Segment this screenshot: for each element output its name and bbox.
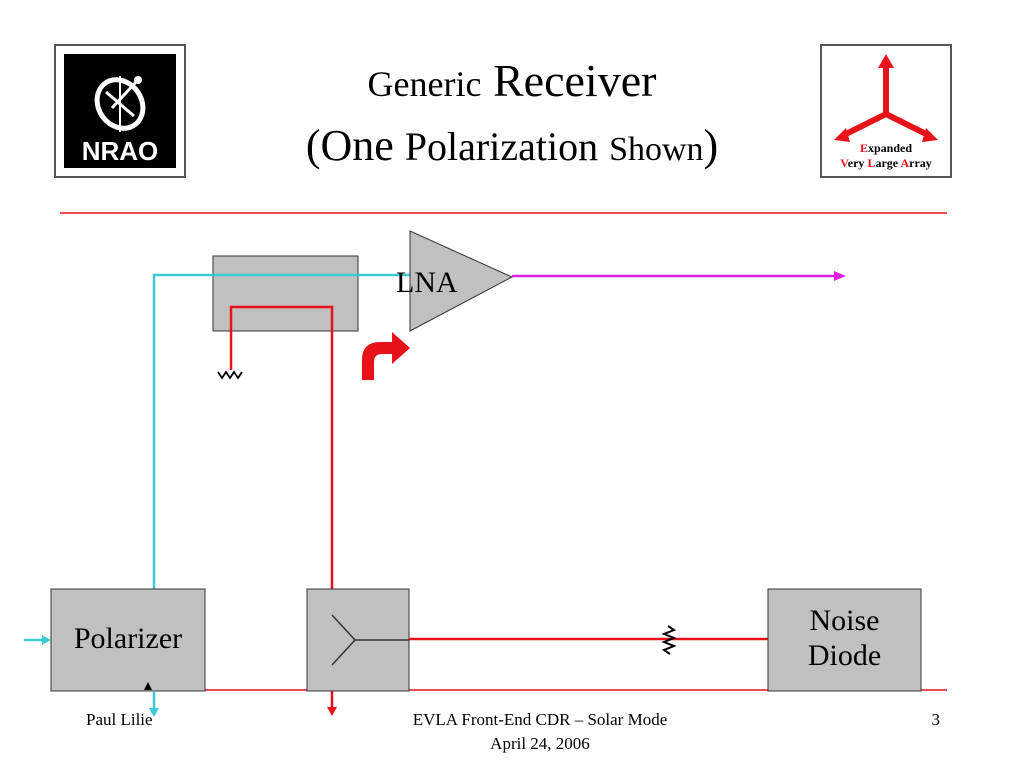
signal-path-cyan xyxy=(152,273,410,590)
splitter-output-arrowhead xyxy=(327,707,337,716)
footer-date: April 24, 2006 xyxy=(490,734,590,753)
noise-diode-block xyxy=(767,588,922,692)
nrao-logo: NRAO xyxy=(54,44,186,178)
lna-amplifier xyxy=(409,230,514,332)
noise-diode-label: Noise Diode xyxy=(807,604,882,672)
title-paren-open: (One xyxy=(305,121,394,170)
title-word-shown: Shown xyxy=(609,131,704,168)
output-arrowhead xyxy=(834,271,846,281)
evla-logo-line1: Expanded xyxy=(860,141,912,155)
footer-author: Paul Lilie xyxy=(86,710,153,729)
title-word-generic: Generic xyxy=(367,64,482,104)
nrao-logo-text: NRAO xyxy=(82,136,159,166)
evla-logo-graphic: Expanded Very Large Array xyxy=(834,54,938,170)
evla-logo: Expanded Very Large Array xyxy=(820,44,952,178)
slide-title: Generic Receiver (One Polarization Shown… xyxy=(200,58,824,168)
nrao-logo-graphic: NRAO xyxy=(64,54,176,168)
footer-event: EVLA Front-End CDR – Solar Mode xyxy=(412,710,668,729)
curved-red-arrow-icon xyxy=(362,332,410,380)
evla-logo-line2: Very Large Array xyxy=(840,156,932,170)
termination-resistor-icon xyxy=(217,370,243,380)
polarizer-marker xyxy=(144,682,152,690)
coupled-path-red xyxy=(229,305,334,595)
polarizer-label: Polarizer xyxy=(73,622,183,655)
title-word-receiver: Receiver xyxy=(492,55,657,106)
title-paren-close: ) xyxy=(703,121,719,170)
page-number: 3 xyxy=(931,710,941,729)
coupler-block xyxy=(212,255,359,332)
lna-label: LNA xyxy=(396,266,458,299)
attenuator-icon xyxy=(661,625,677,655)
input-arrowhead xyxy=(42,635,51,645)
title-word-polarization: Polarization xyxy=(404,124,599,169)
polarizer-output-arrowhead xyxy=(149,708,159,717)
polarizer-block xyxy=(50,588,206,692)
